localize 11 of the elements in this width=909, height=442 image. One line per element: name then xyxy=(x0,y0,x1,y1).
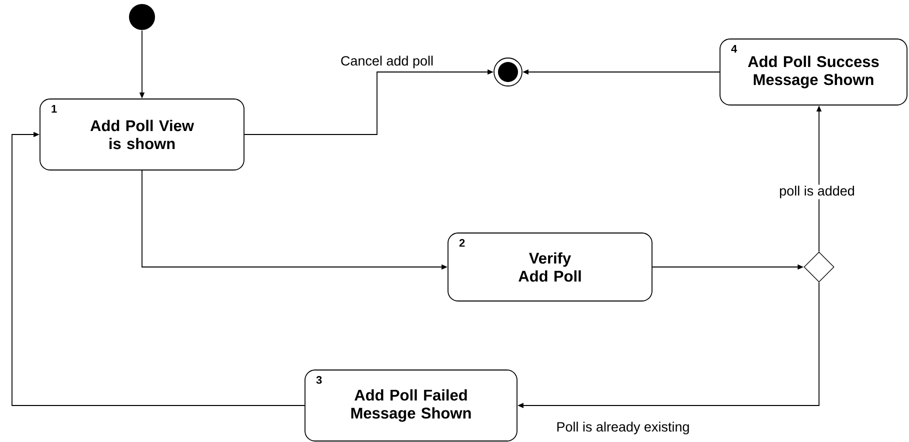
initial-state xyxy=(129,4,155,30)
state-box: Verify Add Poll 2 xyxy=(448,232,652,302)
decision-diamond xyxy=(804,252,834,282)
state-box: Add Poll Failed Message Shown 3 xyxy=(304,370,518,442)
edge-label: Poll is already existing xyxy=(555,420,691,436)
edge-label: poll is added xyxy=(778,184,856,200)
state-box: Add Poll Success Message Shown 4 xyxy=(720,38,908,106)
state-box: Add Poll View is shown 1 xyxy=(40,98,244,170)
final-state xyxy=(494,58,522,86)
arrow xyxy=(12,132,305,406)
edge-label: Cancel add poll xyxy=(339,54,435,70)
